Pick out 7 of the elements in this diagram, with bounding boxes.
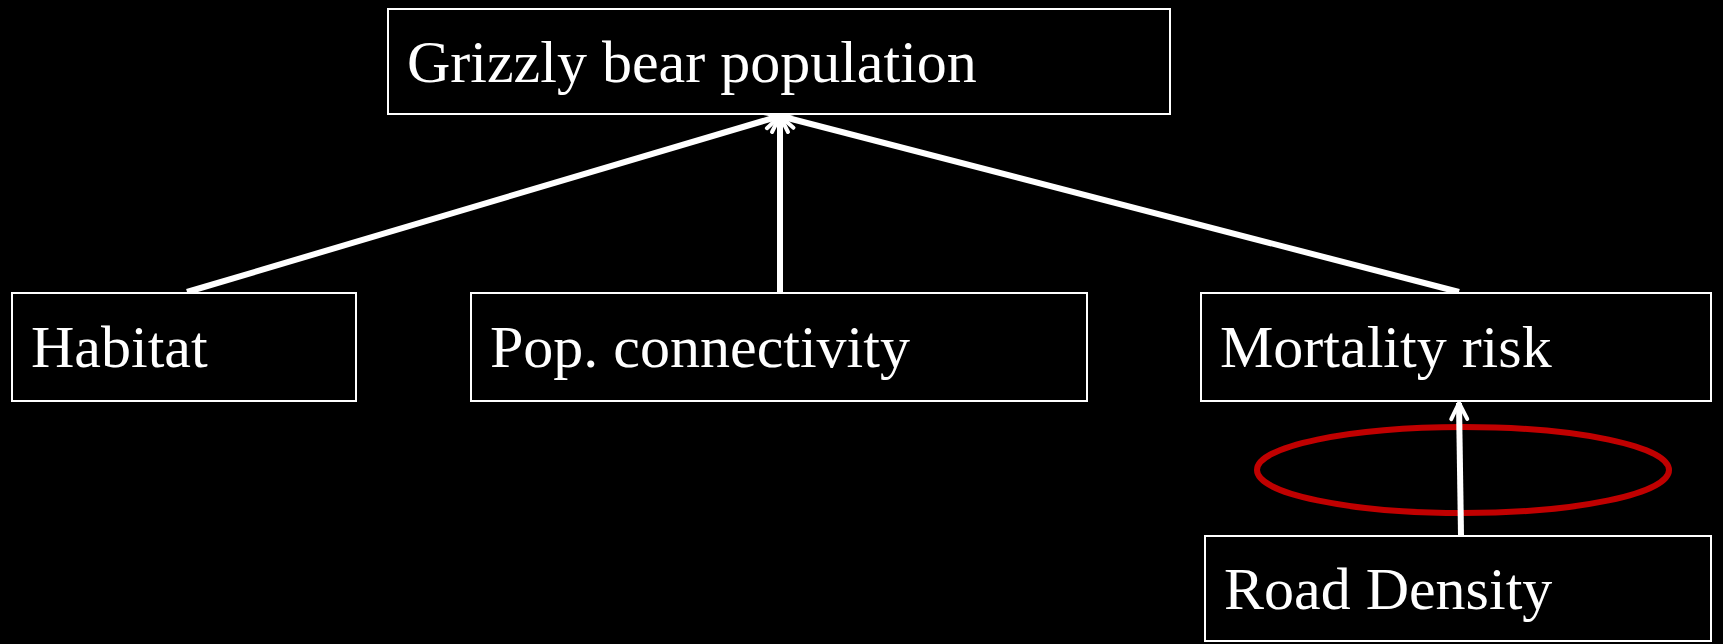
text-box — [1200, 292, 1712, 402]
node-label: Habitat — [31, 317, 209, 377]
arrow — [1449, 401, 1470, 536]
text-box — [11, 292, 357, 402]
text-box — [387, 8, 1171, 115]
text-box — [470, 292, 1088, 402]
text-box — [1204, 535, 1712, 642]
